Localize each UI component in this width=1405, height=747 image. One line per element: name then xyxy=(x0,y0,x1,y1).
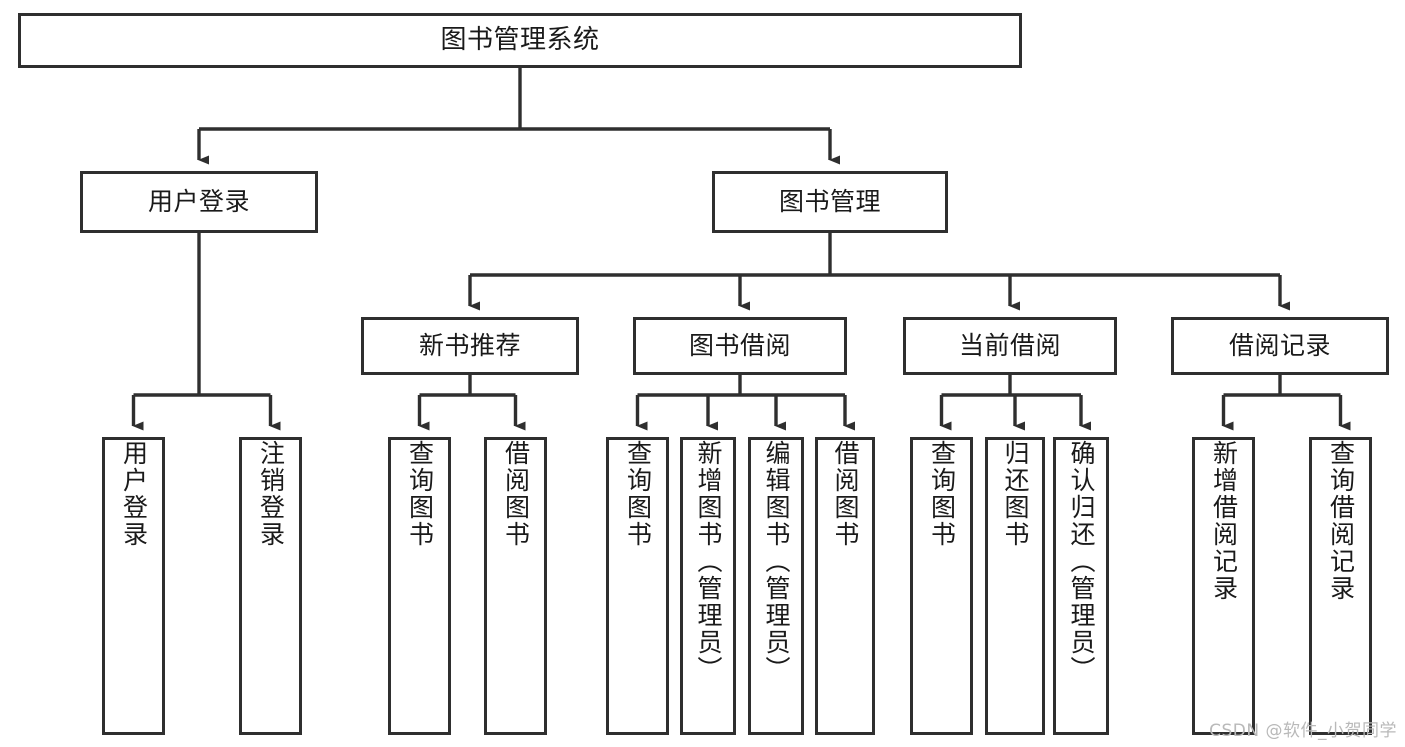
node-label: 图书管理 xyxy=(778,187,881,216)
node-leaf-query-record[interactable]: 查询借阅记录 xyxy=(1309,437,1372,735)
node-label: 编辑图书（管理员） xyxy=(762,440,791,683)
node-leaf-query-book-3[interactable]: 查询图书 xyxy=(910,437,973,735)
node-label: 注销登录 xyxy=(256,440,286,548)
node-label: 查询图书 xyxy=(405,440,435,548)
node-label: 查询图书 xyxy=(623,440,653,548)
node-book-manage[interactable]: 图书管理 xyxy=(712,171,948,233)
node-label: 新增借阅记录 xyxy=(1209,440,1239,602)
node-new-book-rec[interactable]: 新书推荐 xyxy=(361,317,579,375)
node-leaf-borrow-book-2[interactable]: 借阅图书 xyxy=(815,437,875,735)
node-leaf-borrow-book-1[interactable]: 借阅图书 xyxy=(484,437,547,735)
node-label: 借阅图书 xyxy=(831,440,860,548)
node-leaf-add-book[interactable]: 新增图书（管理员） xyxy=(680,437,736,735)
node-root[interactable]: 图书管理系统 xyxy=(18,13,1022,68)
node-label: 借阅图书 xyxy=(501,440,531,548)
node-label: 查询借阅记录 xyxy=(1326,440,1356,602)
node-leaf-confirm-return[interactable]: 确认归还（管理员） xyxy=(1053,437,1109,735)
node-label: 用户登录 xyxy=(119,440,149,548)
node-borrow-record[interactable]: 借阅记录 xyxy=(1171,317,1389,375)
node-leaf-query-book-2[interactable]: 查询图书 xyxy=(606,437,669,735)
node-label: 归还图书 xyxy=(1001,440,1030,548)
node-current-borrow[interactable]: 当前借阅 xyxy=(903,317,1117,375)
node-label: 用户登录 xyxy=(147,187,250,216)
node-user-login[interactable]: 用户登录 xyxy=(80,171,318,233)
node-label: 查询图书 xyxy=(927,440,957,548)
node-leaf-query-book-1[interactable]: 查询图书 xyxy=(388,437,451,735)
node-label: 当前借阅 xyxy=(958,331,1061,360)
node-label: 图书借阅 xyxy=(688,331,791,360)
node-label: 图书管理系统 xyxy=(440,24,600,55)
node-label: 确认归还（管理员） xyxy=(1067,440,1096,683)
node-leaf-user-login[interactable]: 用户登录 xyxy=(102,437,165,735)
node-leaf-return-book[interactable]: 归还图书 xyxy=(985,437,1045,735)
node-leaf-add-record[interactable]: 新增借阅记录 xyxy=(1192,437,1255,735)
node-leaf-edit-book[interactable]: 编辑图书（管理员） xyxy=(748,437,804,735)
node-leaf-logout[interactable]: 注销登录 xyxy=(239,437,302,735)
watermark-text: CSDN @软件_小贺同学 xyxy=(1209,721,1397,741)
node-label: 借阅记录 xyxy=(1228,331,1331,360)
node-label: 新增图书（管理员） xyxy=(694,440,723,683)
node-book-borrow[interactable]: 图书借阅 xyxy=(633,317,847,375)
node-label: 新书推荐 xyxy=(418,331,521,360)
